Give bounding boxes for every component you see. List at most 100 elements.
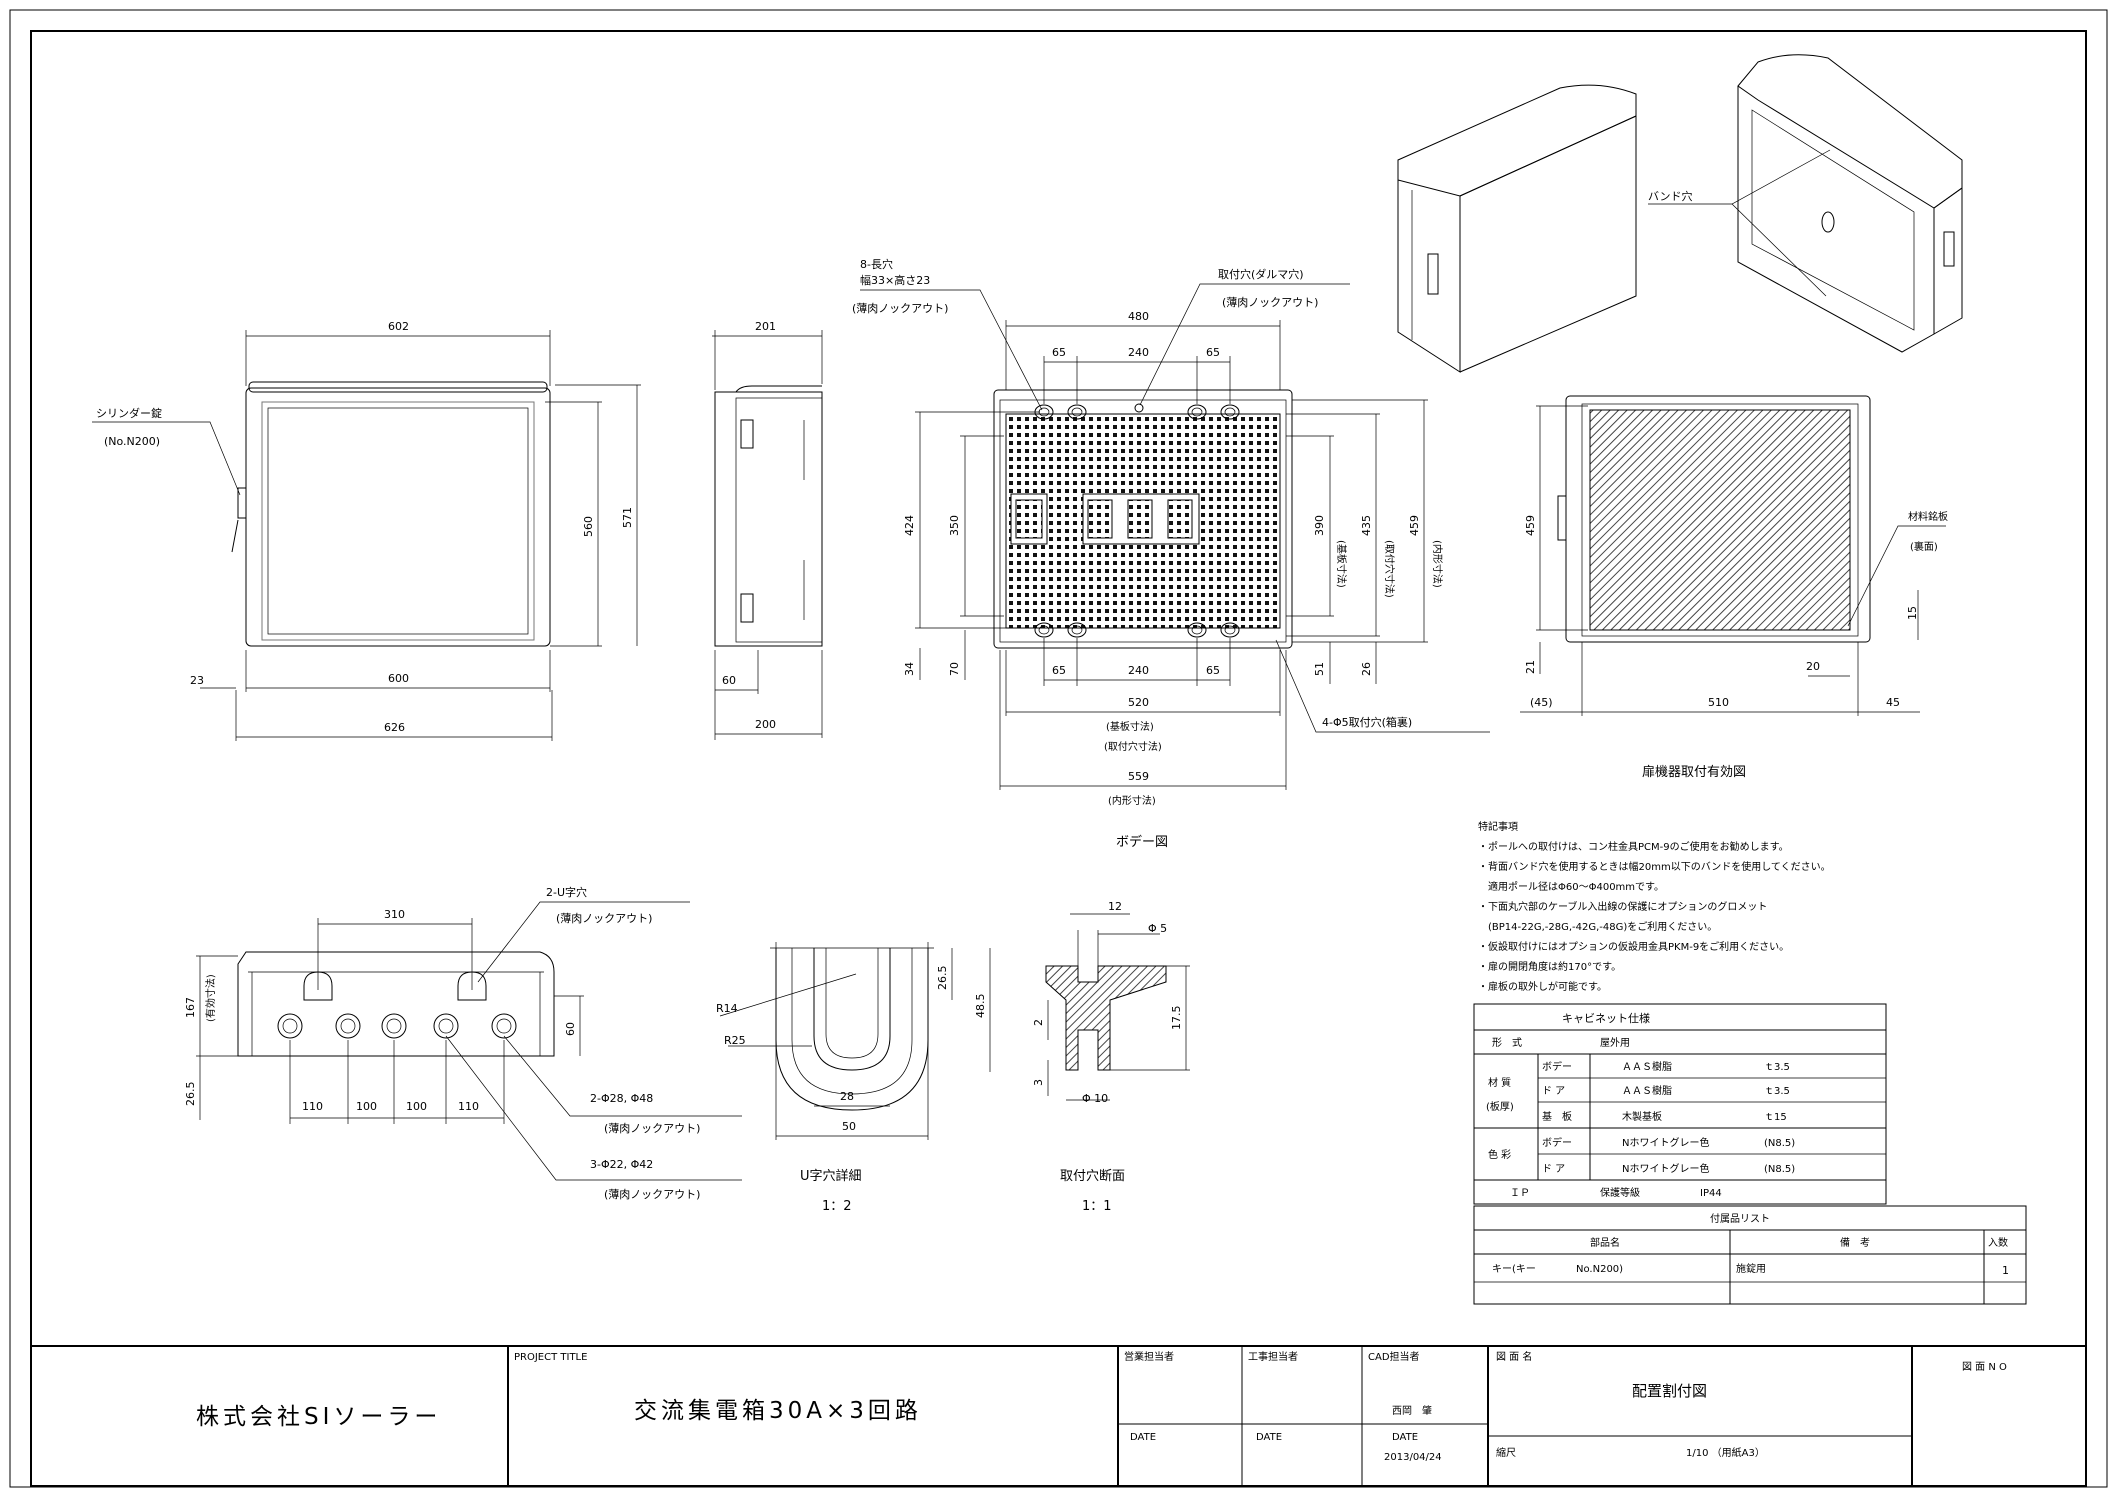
svg-text:ド ア: ド ア [1542,1086,1565,1097]
svg-text:20: 20 [1806,660,1820,673]
iso-views: バンド穴 [1397,54,1963,373]
svg-text:15: 15 [1906,606,1919,620]
callout-label: 材料銘板 [1908,510,1948,523]
company-name: 株式会社SIソーラー [196,1404,441,1430]
svg-text:ド ア: ド ア [1542,1164,1565,1175]
note-line: 適用ポール径はΦ60～Φ400mmです。 [1478,880,1664,893]
svg-text:100: 100 [406,1100,427,1113]
svg-text:基 板: 基 板 [1542,1110,1572,1123]
project-title: 交流集電箱30A×3回路 [634,1398,922,1424]
svg-text:ｔ3.5: ｔ3.5 [1764,1062,1790,1073]
svg-text:U字穴詳細: U字穴詳細 [800,1168,862,1184]
svg-text:(基板寸法): (基板寸法) [1335,540,1348,588]
svg-text:70: 70 [948,662,961,676]
parts-row-name: キー(キー [1492,1264,1536,1275]
svg-text:48.5: 48.5 [974,994,987,1019]
drawing-date: 2013/04/24 [1384,1452,1442,1463]
bottom-outline [237,951,555,1057]
svg-text:色 彩: 色 彩 [1488,1148,1511,1161]
svg-text:(薄肉ノックアウト): (薄肉ノックアウト) [1222,295,1318,309]
svg-text:PROJECT TITLE: PROJECT TITLE [514,1352,587,1363]
svg-text:備 考: 備 考 [1840,1236,1870,1249]
svg-text:520: 520 [1128,696,1149,709]
svg-text:(薄肉ノックアウト): (薄肉ノックアウト) [556,911,652,925]
svg-text:(薄肉ノックアウト): (薄肉ノックアウト) [604,1121,700,1135]
svg-text:ＡＡＳ樹脂: ＡＡＳ樹脂 [1622,1084,1672,1097]
front-view: シリンダー錠 (No.N200) 602 600 626 23 560 571 [92,320,641,741]
svg-text:23: 23 [190,674,204,687]
inner-border [30,30,2087,1487]
door-view-title: 扉機器取付有効図 [1642,764,1746,780]
svg-text:435: 435 [1360,515,1373,536]
svg-text:DATE: DATE [1392,1432,1418,1443]
svg-text:1：2: 1：2 [822,1199,852,1214]
svg-text:1: 1 [2002,1264,2009,1277]
callout-22: 3-Φ22, Φ42 [590,1158,653,1171]
drawing-scale: 1/10 （用紙A3） [1686,1446,1765,1459]
svg-text:424: 424 [903,515,916,536]
svg-text:60: 60 [564,1022,577,1036]
svg-text:入数: 入数 [1988,1236,2008,1249]
outer-border [9,9,2108,1488]
svg-text:営業担当者: 営業担当者 [1124,1350,1174,1363]
svg-text:350: 350 [948,515,961,536]
callout-cylinder: シリンダー錠 [96,406,162,420]
svg-text:縮尺: 縮尺 [1496,1446,1516,1459]
svg-text:(内形寸法): (内形寸法) [1108,794,1156,807]
svg-text:施錠用: 施錠用 [1736,1262,1766,1275]
svg-text:(N8.5): (N8.5) [1764,1138,1795,1149]
svg-text:65: 65 [1206,664,1220,677]
cable-holes [277,1013,517,1039]
svg-text:IP44: IP44 [1700,1188,1722,1199]
svg-text:幅33×高さ23: 幅33×高さ23 [860,273,930,287]
svg-text:12: 12 [1108,900,1122,913]
svg-text:559: 559 [1128,770,1149,783]
svg-text:240: 240 [1128,346,1149,359]
svg-text:No.N200): No.N200) [1576,1264,1623,1275]
svg-text:510: 510 [1708,696,1729,709]
svg-text:600: 600 [388,672,409,685]
svg-text:R14: R14 [716,1002,738,1015]
svg-text:(有効寸法): (有効寸法) [204,974,217,1022]
svg-text:Nホワイトグレー色: Nホワイトグレー色 [1622,1136,1709,1149]
svg-text:571: 571 [621,507,634,528]
callout-holes: 4-Φ5取付穴(箱裏) [1322,715,1412,729]
svg-text:34: 34 [903,662,916,676]
svg-text:390: 390 [1313,515,1326,536]
svg-text:602: 602 [388,320,409,333]
bottom-view: 310 110 100 100 110 167 (有効寸法) 26.5 60 2… [184,885,742,1201]
svg-text:(板厚): (板厚) [1486,1100,1514,1113]
door-effective-area [1589,409,1851,631]
body-outline [993,389,1293,649]
note-line: ・背面バンド穴を使用するときは幅20mm以下のバンドを使用してください。 [1478,860,1831,873]
svg-text:ＡＡＳ樹脂: ＡＡＳ樹脂 [1622,1060,1672,1073]
svg-text:65: 65 [1206,346,1220,359]
svg-text:保護等級: 保護等級 [1600,1186,1640,1199]
spec-table: キャビネット仕様 形 式 屋外用 材 質 (板厚) ボデー ＡＡＳ樹脂 ｔ3.5… [1473,1003,1887,1205]
svg-text:1：1: 1：1 [1082,1199,1112,1214]
door-view: 材料銘板 (裏面) 459 21 (45) 510 45 20 15 扉機器取付… [1520,395,1948,780]
svg-text:ボデー: ボデー [1542,1060,1572,1073]
svg-text:200: 200 [755,718,776,731]
cad-name: 西岡 肇 [1392,1404,1432,1417]
svg-text:ボデー: ボデー [1542,1136,1572,1149]
callout-slots: 8-長穴 [860,257,893,271]
svg-text:50: 50 [842,1120,856,1133]
svg-text:480: 480 [1128,310,1149,323]
svg-text:(薄肉ノックアウト): (薄肉ノックアウト) [852,301,948,315]
body-view: 8-長穴 幅33×高さ23 (薄肉ノックアウト) 取付穴(ダルマ穴) (薄肉ノッ… [852,257,1490,850]
svg-text:材 質: 材 質 [1488,1076,1511,1089]
svg-text:459: 459 [1408,515,1421,536]
svg-text:45: 45 [1886,696,1900,709]
title-block: 株式会社SIソーラー PROJECT TITLE 交流集電箱30A×3回路 営業… [31,1345,2086,1486]
svg-text:(No.N200): (No.N200) [104,435,160,448]
svg-text:167: 167 [184,997,197,1018]
svg-text:形 式: 形 式 [1492,1036,1522,1049]
svg-text:(取付穴寸法): (取付穴寸法) [1383,540,1396,598]
note-line: ・仮設取付けにはオプションの仮設用金具PKM-9をご利用ください。 [1478,940,1789,953]
depth-view: 201 60 200 [712,320,823,740]
front-outline [245,387,551,647]
svg-text:3: 3 [1032,1079,1045,1086]
svg-text:110: 110 [458,1100,479,1113]
